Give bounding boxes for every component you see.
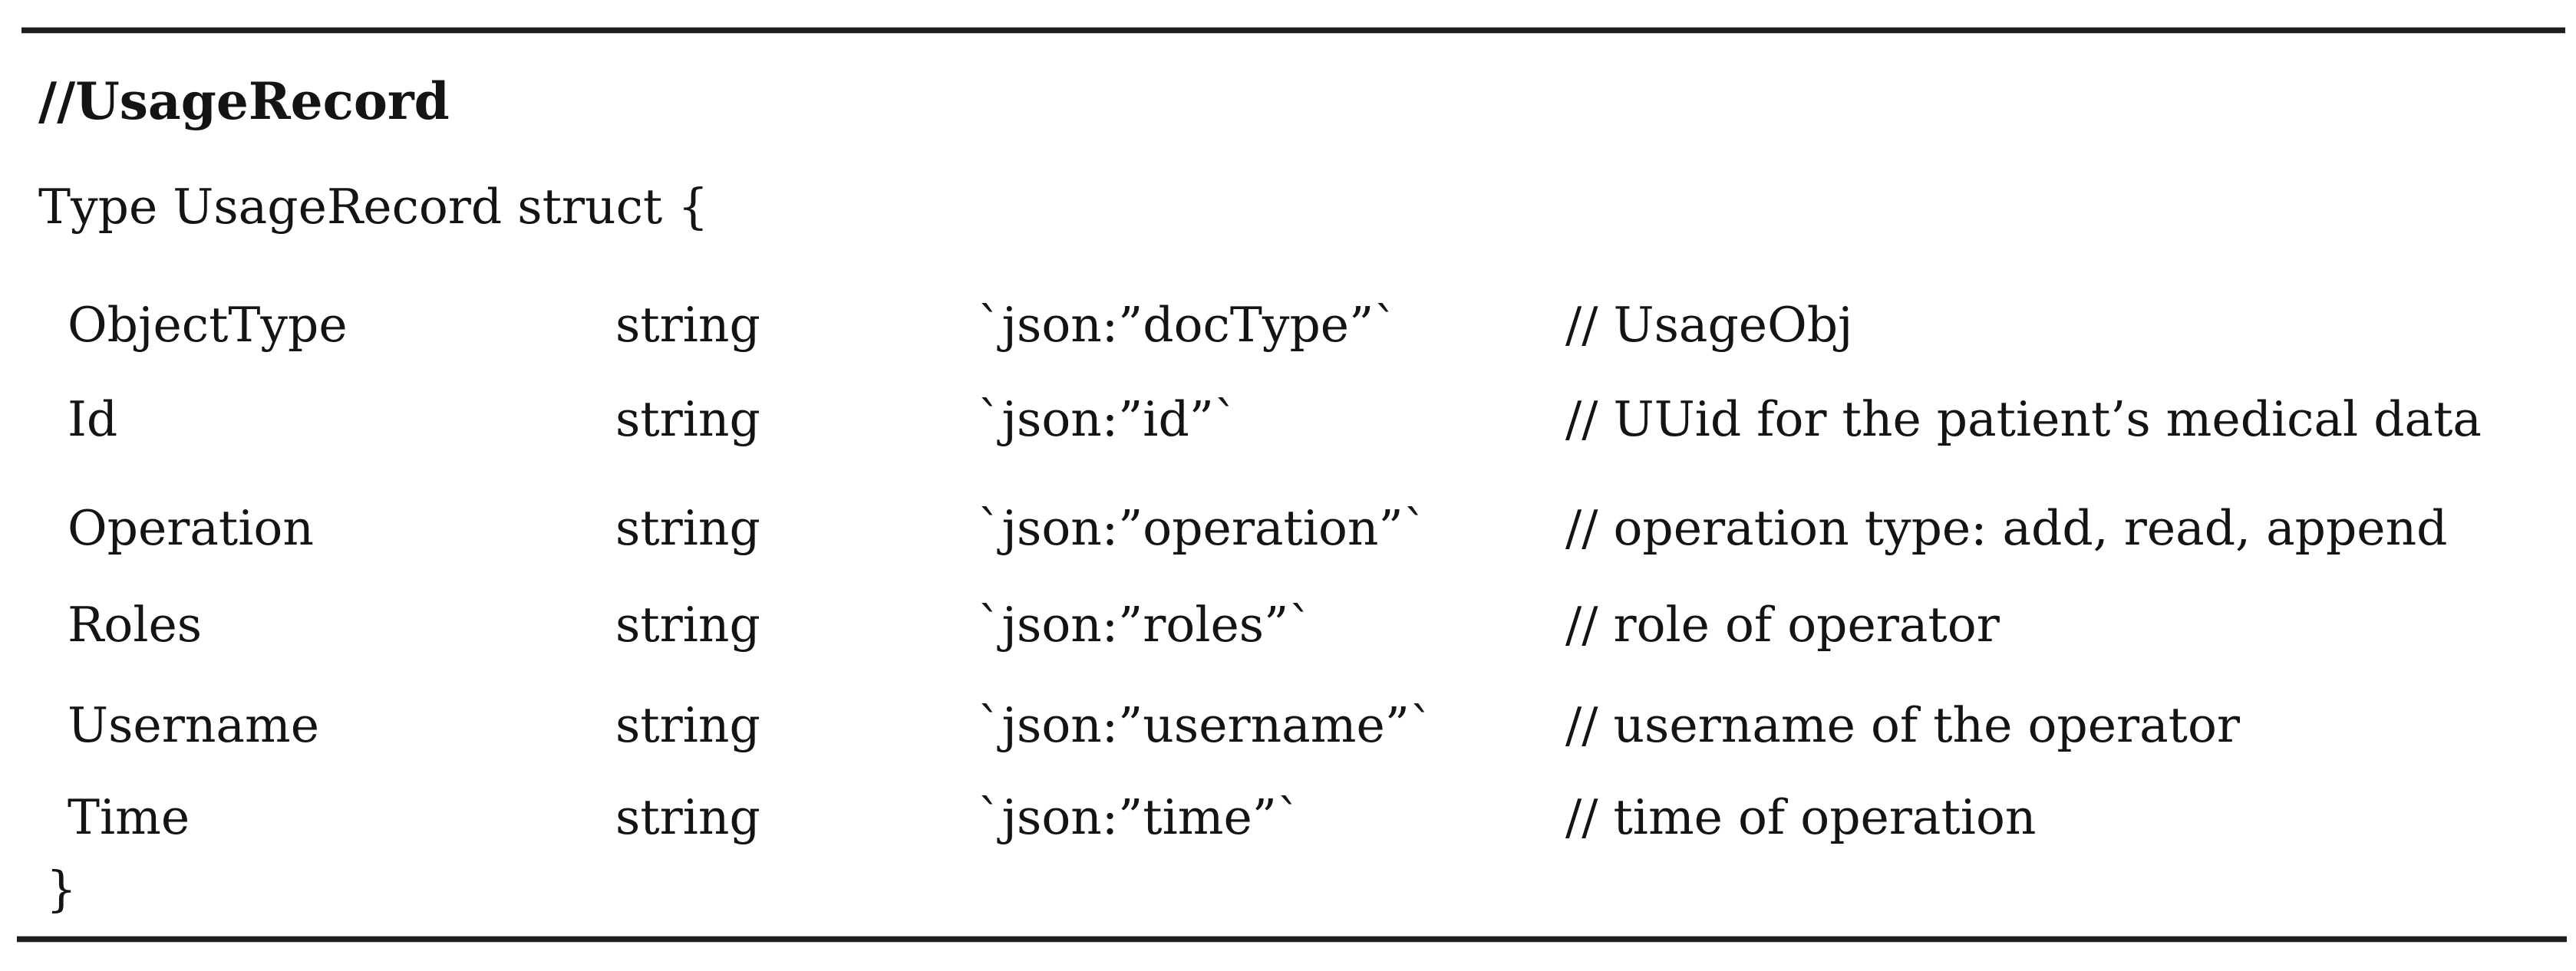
field-json-tag: `json:”operation”` — [978, 500, 1428, 556]
field-json-tag: `json:”username”` — [978, 697, 1434, 753]
field-json-tag: `json:”roles”` — [978, 597, 1313, 653]
field-name: ObjectType — [68, 297, 348, 353]
field-type: string — [615, 297, 760, 353]
struct-field-row-operation: Operation string `json:”operation”` // o… — [0, 496, 2576, 561]
field-comment: // UsageObj — [1565, 297, 1853, 353]
field-name: Time — [68, 789, 190, 845]
field-json-tag: `json:”docType”` — [978, 297, 1398, 353]
field-json-tag: `json:”id”` — [978, 391, 1239, 447]
struct-declaration: Type UsageRecord struct { — [38, 179, 709, 235]
struct-field-row-objecttype: ObjectType string `json:”docType”` // Us… — [0, 293, 2576, 357]
bottom-rule — [17, 936, 2567, 942]
struct-closing-brace: } — [46, 861, 78, 917]
listing-title-comment: //UsageRecord — [38, 71, 450, 131]
field-type: string — [615, 597, 760, 653]
struct-field-row-roles: Roles string `json:”roles”` // role of o… — [0, 593, 2576, 657]
field-comment: // UUid for the patient’s medical data — [1565, 391, 2482, 447]
field-type: string — [615, 789, 760, 845]
field-comment: // operation type: add, read, append — [1565, 500, 2448, 556]
struct-field-row-time: Time string `json:”time”` // time of ope… — [0, 785, 2576, 850]
field-json-tag: `json:”time”` — [978, 789, 1301, 845]
field-name: Username — [68, 697, 319, 753]
field-name: Roles — [68, 597, 203, 653]
field-name: Operation — [68, 500, 314, 556]
field-comment: // username of the operator — [1565, 697, 2241, 753]
field-name: Id — [68, 391, 118, 447]
struct-field-row-id: Id string `json:”id”` // UUid for the pa… — [0, 387, 2576, 452]
field-comment: // time of operation — [1565, 789, 2037, 845]
field-type: string — [615, 391, 760, 447]
field-type: string — [615, 500, 760, 556]
field-type: string — [615, 697, 760, 753]
top-rule — [21, 28, 2565, 33]
struct-field-row-username: Username string `json:”username”` // use… — [0, 693, 2576, 758]
field-comment: // role of operator — [1565, 597, 2000, 653]
